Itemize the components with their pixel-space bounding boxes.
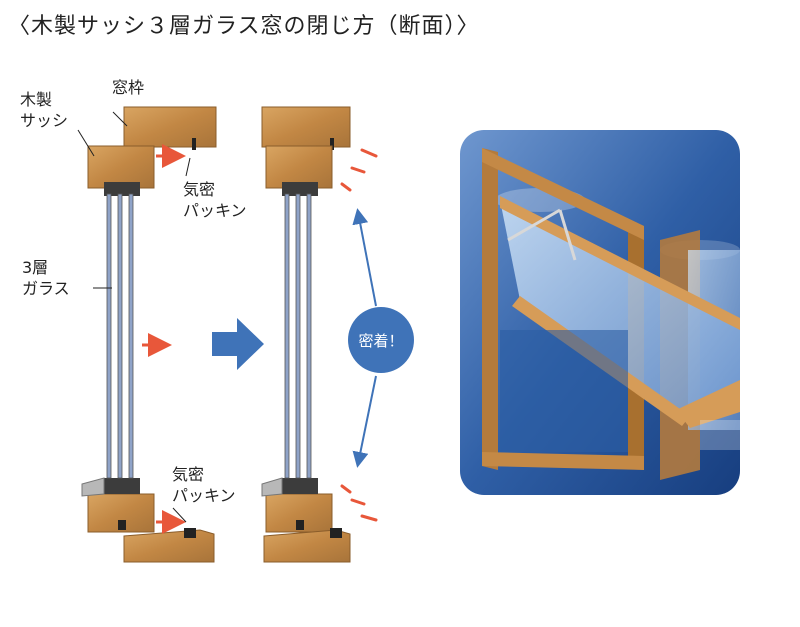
bottom-frame-wood-closed (263, 529, 351, 563)
seal-badge-label: 密着！ (358, 332, 403, 350)
top-frame-wood-closed (261, 106, 351, 148)
section-closed: 密着！ (261, 106, 414, 563)
triple-glass-left (106, 193, 134, 479)
state-change-arrow (212, 318, 264, 370)
label-glass-line1: 3層 (22, 258, 49, 277)
top-sash-wood (87, 145, 155, 189)
bottom-frame-wood (123, 529, 215, 563)
seal-badge (348, 307, 414, 373)
seal-arrow-up (352, 208, 377, 307)
top-sash-wood-closed (265, 145, 333, 189)
diagram-title: 〈木製サッシ３層ガラス窓の閉じ方（断面）〉 (8, 14, 480, 39)
label-glass-line2: ガラス (22, 279, 70, 298)
label-frame: 窓枠 (112, 78, 145, 97)
label-packing-bottom-line2: パッキン (172, 486, 236, 505)
label-packing-bottom-line1: 気密 (172, 465, 205, 484)
seal-emphasis-top (340, 148, 378, 192)
label-packing-top-line2: パッキン (183, 201, 247, 220)
seal-arrow-down (352, 375, 377, 468)
section-open (77, 106, 217, 563)
top-frame-wood (123, 106, 217, 148)
seal-emphasis-bottom (340, 484, 378, 522)
triple-glass-right (284, 193, 312, 479)
label-sash-line1: 木製 (20, 90, 53, 109)
label-sash-line2: サッシ (20, 111, 69, 130)
window-photo (460, 130, 740, 495)
label-packing-top-line1: 気密 (183, 180, 216, 199)
